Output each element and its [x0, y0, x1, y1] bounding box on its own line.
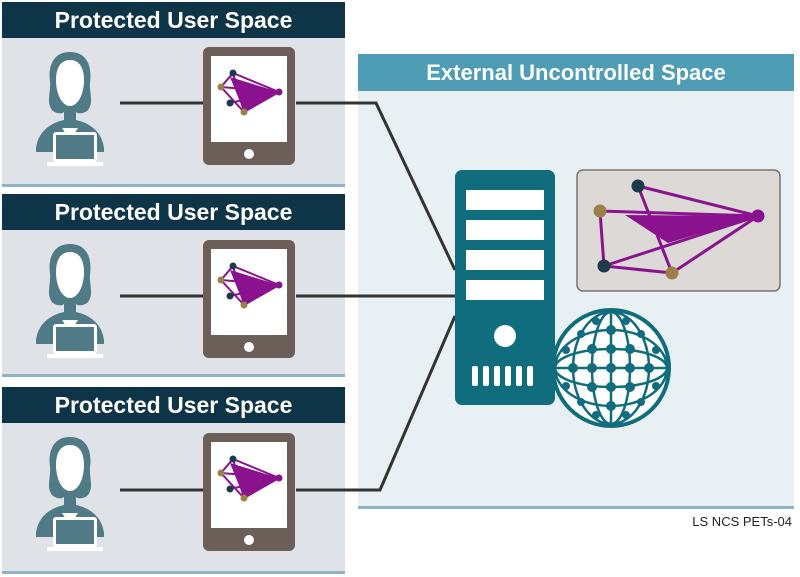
laptop-icon: [47, 324, 103, 358]
connection-lines: [120, 101, 457, 492]
network-graph-icon: [576, 169, 781, 292]
tablet-icon: [202, 46, 296, 166]
globe-icon: [551, 308, 671, 428]
laptop-icon: [47, 517, 103, 551]
panel-title: Protected User Space: [2, 2, 345, 38]
tablet-icon: [202, 432, 296, 552]
figure-code: LS NCS PETs-04: [692, 514, 792, 529]
panel-title: Protected User Space: [2, 194, 345, 230]
panel-title: Protected User Space: [2, 387, 345, 423]
tablet-icon: [202, 239, 296, 359]
external-panel-title: External Uncontrolled Space: [358, 54, 794, 91]
server-icon: [455, 170, 555, 405]
laptop-icon: [47, 132, 103, 166]
